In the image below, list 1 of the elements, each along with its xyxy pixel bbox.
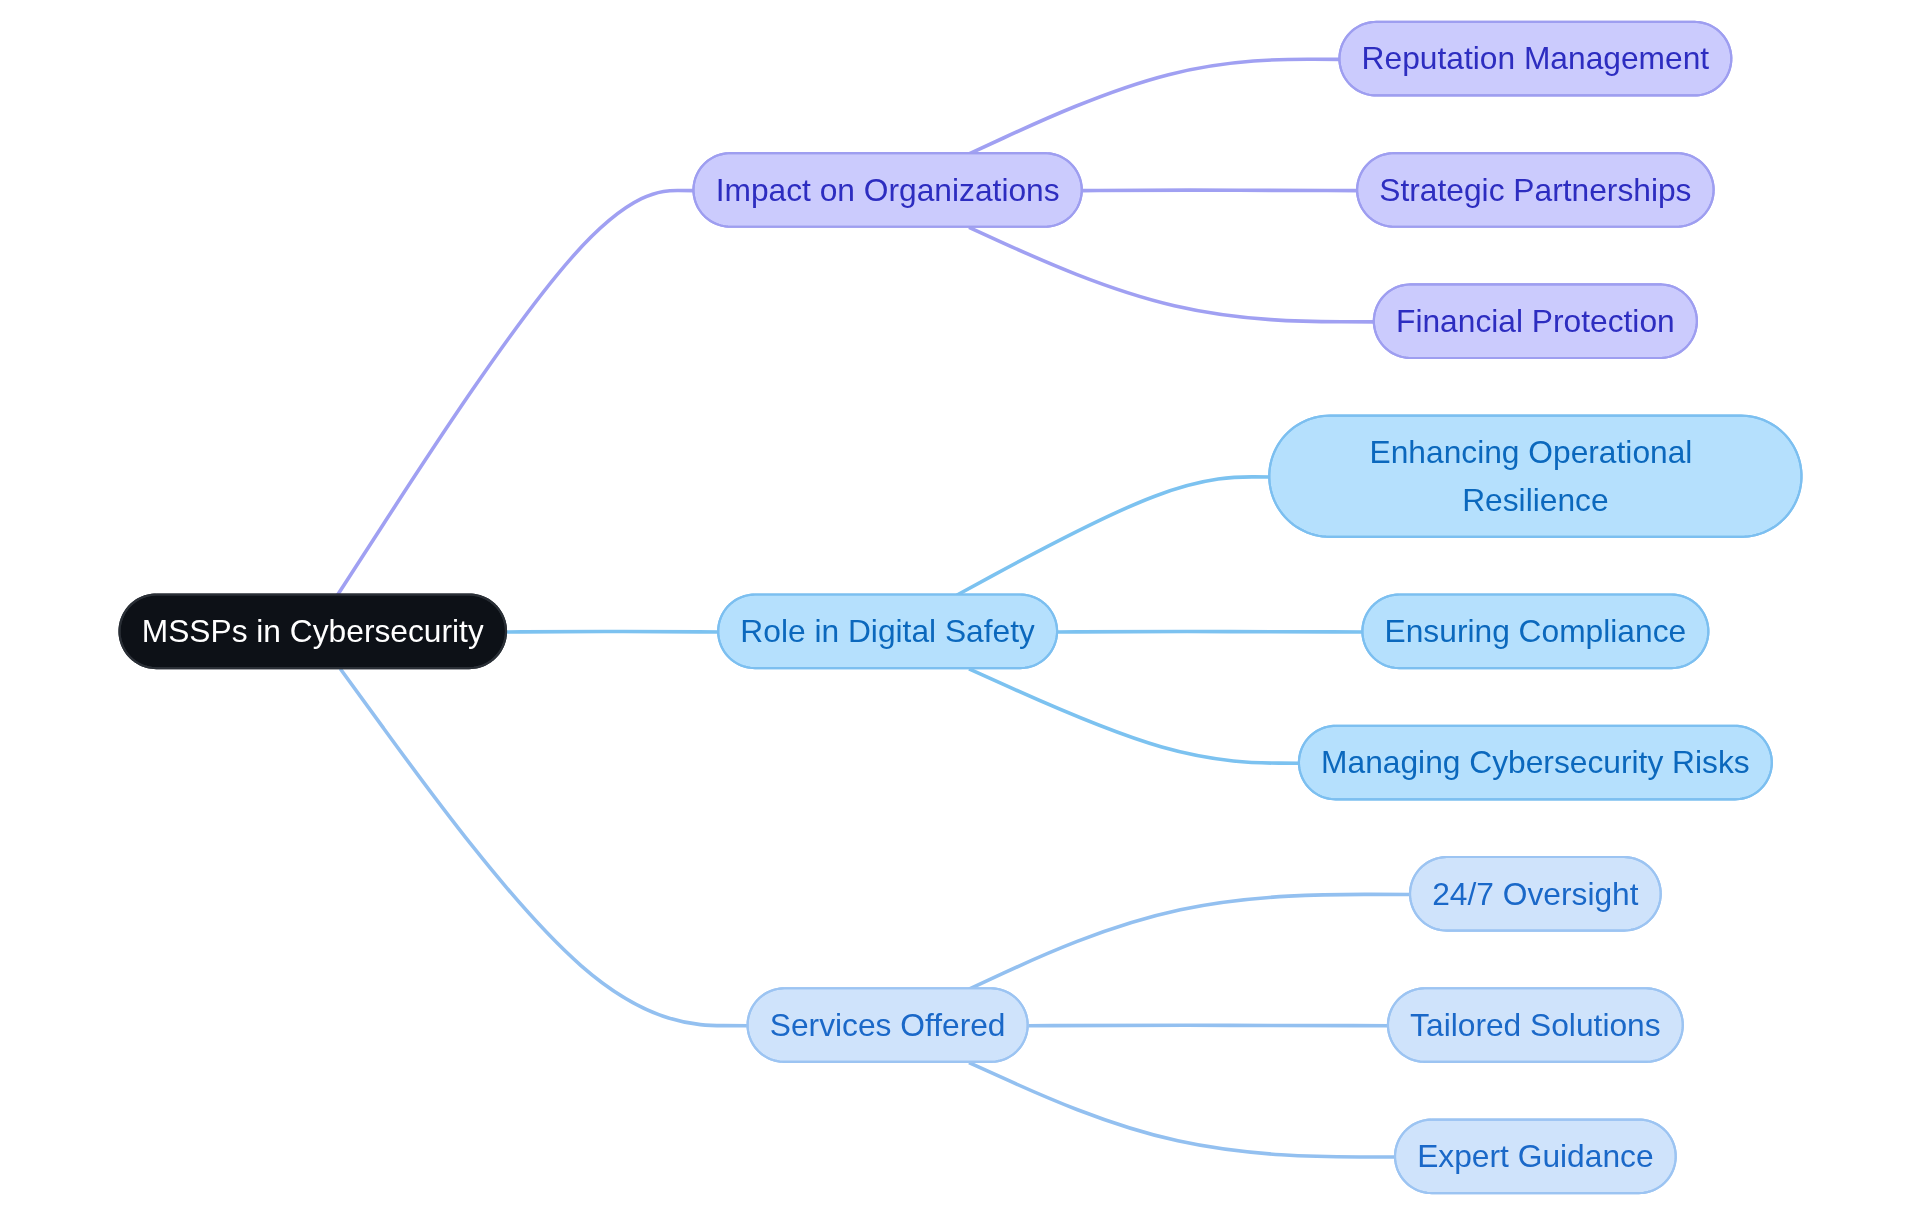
connector <box>506 629 719 634</box>
